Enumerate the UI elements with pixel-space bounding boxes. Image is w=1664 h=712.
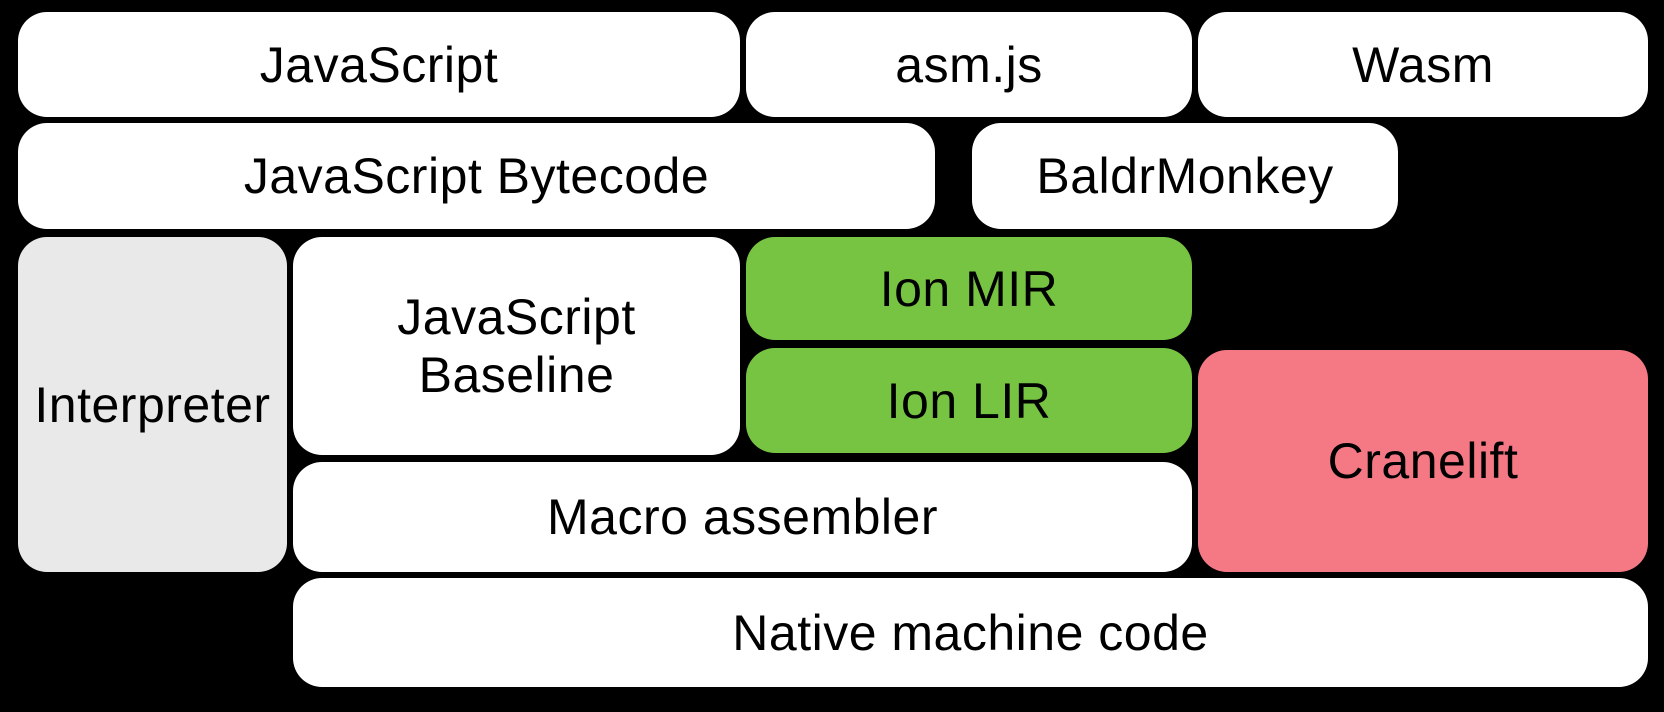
box-macro-assembler: Macro assembler [293,462,1192,572]
box-label: Wasm [1352,36,1494,93]
box-baldrmonkey: BaldrMonkey [972,123,1398,229]
box-cranelift: Cranelift [1198,350,1648,572]
box-label: BaldrMonkey [1036,148,1334,204]
box-asmjs: asm.js [746,12,1192,117]
box-javascript: JavaScript [18,12,740,117]
box-label: Ion LIR [886,372,1052,429]
box-label: Ion MIR [879,260,1059,317]
box-label: JavaScript Baseline [397,289,636,403]
box-label: Cranelift [1327,433,1519,489]
box-native-machine-code: Native machine code [293,578,1648,687]
box-javascript-bytecode: JavaScript Bytecode [18,123,935,229]
box-label: Macro assembler [547,489,938,545]
box-ion-mir: Ion MIR [746,237,1192,340]
box-label: JavaScript Bytecode [243,148,710,204]
box-interpreter: Interpreter [18,237,287,572]
box-ion-lir: Ion LIR [746,348,1192,453]
box-wasm: Wasm [1198,12,1648,117]
box-label: Interpreter [34,376,271,433]
box-javascript-baseline: JavaScript Baseline [293,237,740,455]
box-label: asm.js [895,36,1043,93]
box-label: JavaScript [259,36,499,93]
box-label: Native machine code [732,604,1209,661]
